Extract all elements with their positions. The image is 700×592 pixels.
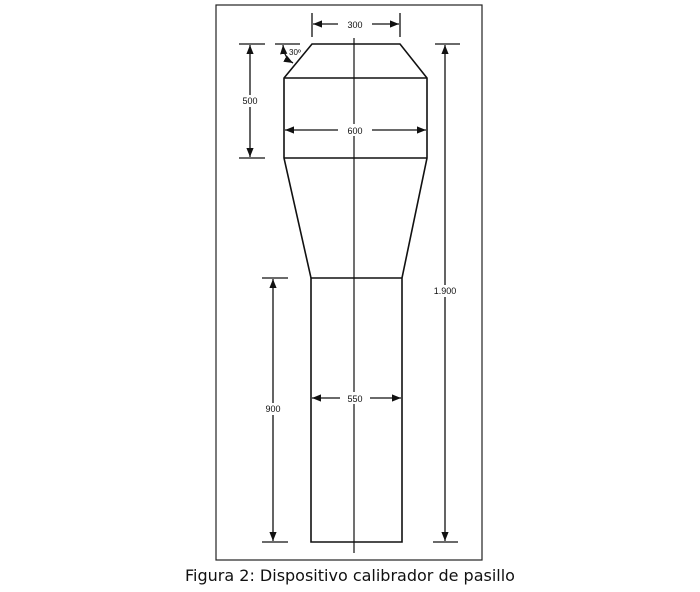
label-top-width: 300 [347,20,362,30]
label-lower-width: 550 [347,394,362,404]
label-lower-height: 900 [265,404,280,414]
gauge-outline [283,43,428,543]
label-upper-height: 500 [242,96,257,106]
angle-arc [280,44,294,64]
figure-frame [215,4,483,561]
figure-caption: Figura 2: Dispositivo calibrador de pasi… [185,566,515,585]
label-total-height: 1.900 [434,286,457,296]
label-upper-width: 600 [347,126,362,136]
label-chamfer-angle: 30º [289,48,301,57]
